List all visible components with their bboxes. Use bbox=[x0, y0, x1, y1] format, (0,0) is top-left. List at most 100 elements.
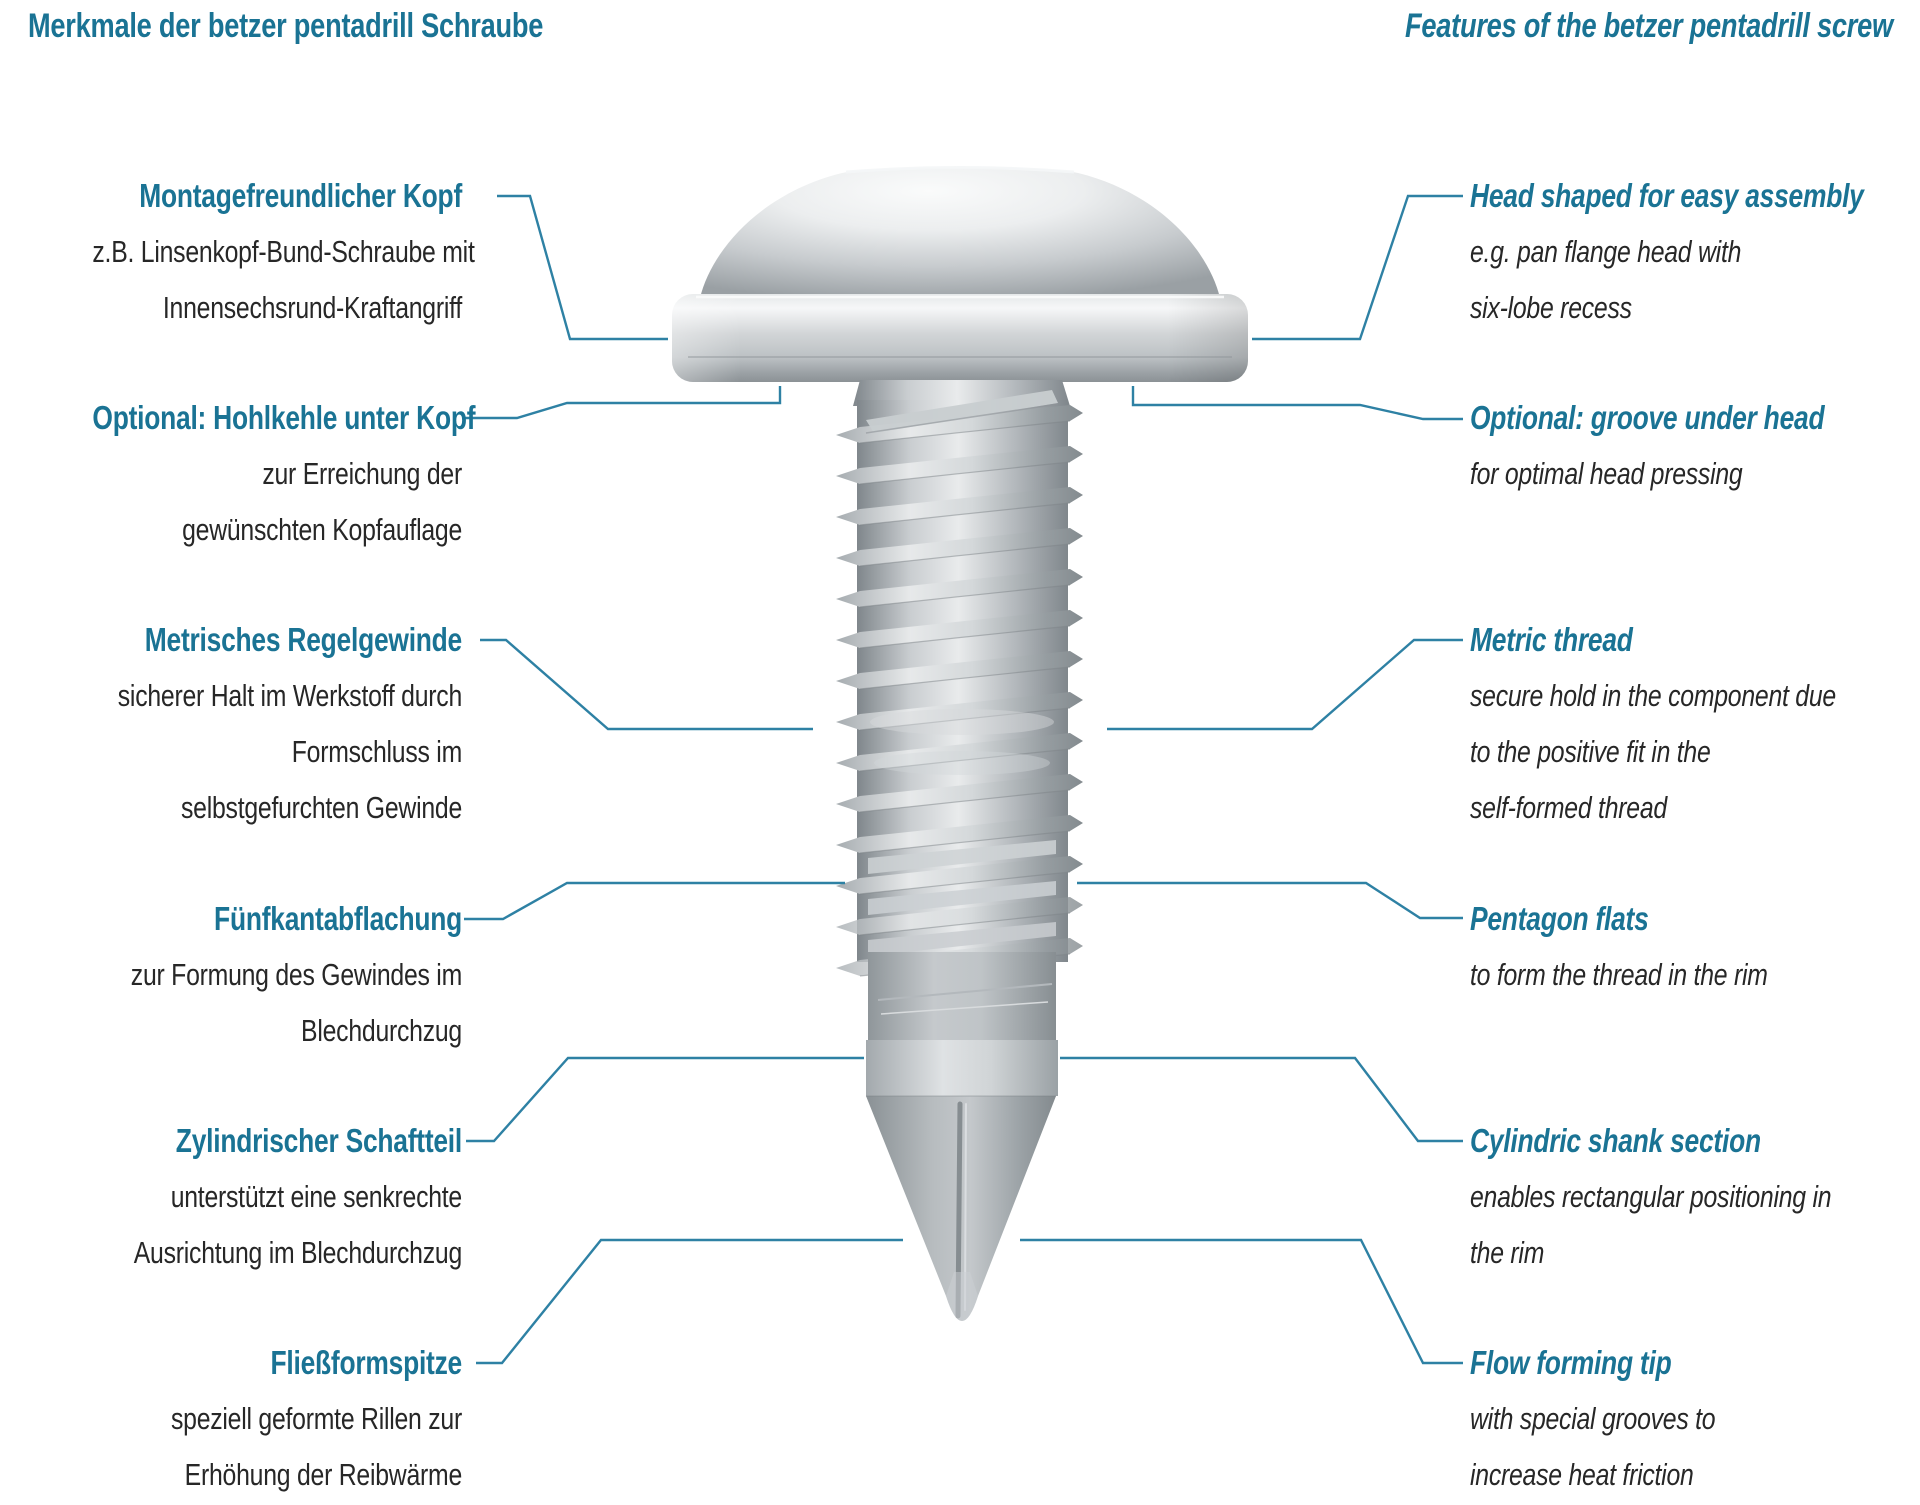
feature-en-flats: Pentagon flats to form the thread in the… bbox=[1470, 891, 1830, 1003]
feature-description-line: zur Erreichung der bbox=[262, 456, 462, 491]
feature-description-line: for optimal head pressing bbox=[1470, 456, 1743, 491]
screw-thread-ridge-shadow bbox=[859, 666, 1071, 690]
callout-tip-left bbox=[476, 1238, 903, 1365]
feature-description-line: gewünschten Kopfauflage bbox=[182, 512, 462, 547]
feature-heading: Cylindric shank section bbox=[1470, 1122, 1761, 1159]
screw-thread-ridge-shadow bbox=[859, 912, 1071, 936]
screw-thread-ridge-shadow bbox=[859, 461, 1071, 485]
feature-description-line: sicherer Halt im Werkstoff durch bbox=[117, 678, 462, 713]
feature-description-line: zur Formung des Gewindes im bbox=[130, 957, 463, 992]
feature-de-groove: Optional: Hohlkehle unter Kopf zur Errei… bbox=[92, 390, 476, 558]
screw-thread-ridge bbox=[836, 856, 1083, 894]
feature-heading: Optional: groove under head bbox=[1470, 399, 1825, 436]
page-title-english: Features of the betzer pentadrill screw bbox=[1405, 7, 1893, 45]
screw-thread-ridge bbox=[836, 405, 1083, 443]
screw-flat-hint-upper bbox=[870, 709, 1054, 735]
feature-heading: Optional: Hohlkehle unter Kopf bbox=[92, 399, 476, 436]
feature-description-line: six-lobe recess bbox=[1470, 290, 1632, 325]
feature-description-line: selbstgefurchten Gewinde bbox=[181, 790, 462, 825]
feature-heading: Metrisches Regelgewinde bbox=[144, 621, 462, 658]
feature-en-head: Head shaped for easy assembly e.g. pan f… bbox=[1470, 168, 1864, 336]
callout-groove-left bbox=[464, 386, 782, 420]
screw-thread-ridge bbox=[836, 528, 1083, 566]
screw-thread-ridge-shadow bbox=[859, 707, 1071, 731]
screw-thread-ridge bbox=[836, 733, 1083, 771]
screw-thread-ridge bbox=[836, 897, 1083, 935]
feature-heading: Zylindrischer Schaftteil bbox=[175, 1122, 462, 1159]
feature-description-line: Erhöhung der Reibwärme bbox=[184, 1457, 463, 1492]
feature-en-tip: Flow forming tip with special grooves to… bbox=[1470, 1335, 1830, 1503]
feature-description-line: Innensechsrund-Kraftangriff bbox=[162, 290, 462, 325]
screw-tip-facet bbox=[946, 1272, 978, 1321]
callout-shank-right bbox=[1060, 1056, 1463, 1143]
screw-head-dome-top-highlight bbox=[845, 166, 1075, 174]
screw-thread-runout-line bbox=[865, 403, 1059, 434]
screw-thread-ridge-shadow bbox=[859, 871, 1071, 895]
screw-cylindric-shank bbox=[866, 1040, 1058, 1096]
screw-thread-ridge-shadow bbox=[859, 502, 1071, 526]
screw-thread-ridge bbox=[836, 815, 1083, 853]
screw-thread-ridge-shadow bbox=[859, 625, 1071, 649]
screw-thread-runout-band bbox=[868, 952, 1056, 1040]
screw-thread-runout bbox=[866, 390, 1058, 433]
feature-heading: Pentagon flats bbox=[1470, 900, 1649, 937]
callout-groove-right bbox=[1131, 386, 1463, 421]
feature-description-line: with special grooves to bbox=[1470, 1401, 1716, 1436]
callout-shank-left bbox=[466, 1056, 864, 1143]
feature-description-line: enables rectangular positioning in bbox=[1470, 1179, 1832, 1214]
feature-heading: Montagefreundlicher Kopf bbox=[139, 177, 463, 214]
screw-thread-ridge bbox=[836, 774, 1083, 812]
feature-description-line: unterstützt eine senkrechte bbox=[170, 1179, 463, 1214]
screw-thread-ridge-shadow bbox=[859, 420, 1071, 444]
screw-pentagon-flats bbox=[868, 840, 1056, 956]
feature-heading: Fließformspitze bbox=[270, 1344, 463, 1381]
feature-en-groove: Optional: groove under head for optimal … bbox=[1470, 390, 1830, 502]
feature-description-line: z.B. Linsenkopf-Bund-Schraube mit bbox=[92, 234, 475, 269]
callout-head-right bbox=[1252, 194, 1463, 341]
feature-en-shank: Cylindric shank section enables rectangu… bbox=[1470, 1113, 1832, 1281]
feature-description-line: Blechdurchzug bbox=[301, 1013, 462, 1048]
feature-de-tip: Fließformspitze speziell geformte Rillen… bbox=[92, 1335, 462, 1503]
screw-thread-ridge bbox=[836, 569, 1083, 607]
screw-flange-side-shade bbox=[672, 294, 1248, 382]
callout-thread-right bbox=[1107, 638, 1463, 731]
callout-head-left bbox=[497, 194, 668, 341]
feature-en-thread: Metric thread secure hold in the compone… bbox=[1470, 612, 1836, 836]
feature-heading: Head shaped for easy assembly bbox=[1470, 177, 1864, 214]
feature-description-line: to form the thread in the rim bbox=[1470, 957, 1768, 992]
screw-thread-ridge-shadow bbox=[859, 543, 1071, 567]
screw-head-dome bbox=[700, 167, 1220, 298]
callout-flats-left bbox=[464, 881, 845, 921]
screw-scratch-line-1 bbox=[877, 983, 1053, 1001]
callout-thread-left bbox=[480, 638, 813, 731]
feature-description-line: Formschluss im bbox=[291, 734, 463, 769]
feature-description-line: the rim bbox=[1470, 1235, 1545, 1270]
feature-description-line: increase heat friction bbox=[1470, 1457, 1694, 1492]
screw-thread-ridge bbox=[836, 487, 1083, 525]
feature-description-line: self-formed thread bbox=[1470, 790, 1667, 825]
feature-description-line: speziell geformte Rillen zur bbox=[170, 1401, 462, 1436]
screw-thread-ridge-shadow bbox=[859, 584, 1071, 608]
callout-flats-right bbox=[1077, 881, 1463, 920]
screw-thread-ridge-shadow bbox=[859, 830, 1071, 854]
screw-illustration bbox=[672, 166, 1248, 1321]
feature-description-line: Ausrichtung im Blechdurchzug bbox=[133, 1235, 462, 1270]
screw-thread-ridge-shadow bbox=[859, 748, 1071, 772]
feature-heading: Flow forming tip bbox=[1470, 1344, 1672, 1381]
screw-thread-ridge bbox=[836, 446, 1083, 484]
callout-lines bbox=[464, 194, 1463, 1365]
feature-description-line: to the positive fit in the bbox=[1470, 734, 1711, 769]
feature-heading: Fünfkantabflachung bbox=[214, 900, 462, 937]
screw-thread-ridge-shadow bbox=[859, 789, 1071, 813]
feature-de-shank: Zylindrischer Schaftteil unterstützt ein… bbox=[92, 1113, 462, 1281]
screw-thread-ridge bbox=[836, 610, 1083, 648]
feature-de-flats: Fünfkantabflachung zur Formung des Gewin… bbox=[92, 891, 462, 1059]
screw-scratch-line-2 bbox=[880, 1001, 1049, 1015]
screw-flat-hint-upper2 bbox=[874, 751, 1050, 775]
page-title-german: Merkmale der betzer pentadrill Schraube bbox=[28, 7, 544, 45]
feature-description-line: secure hold in the component due bbox=[1470, 678, 1836, 713]
feature-de-head: Montagefreundlicher Kopf z.B. Linsenkopf… bbox=[92, 168, 475, 336]
screw-thread-ridge bbox=[836, 692, 1083, 730]
